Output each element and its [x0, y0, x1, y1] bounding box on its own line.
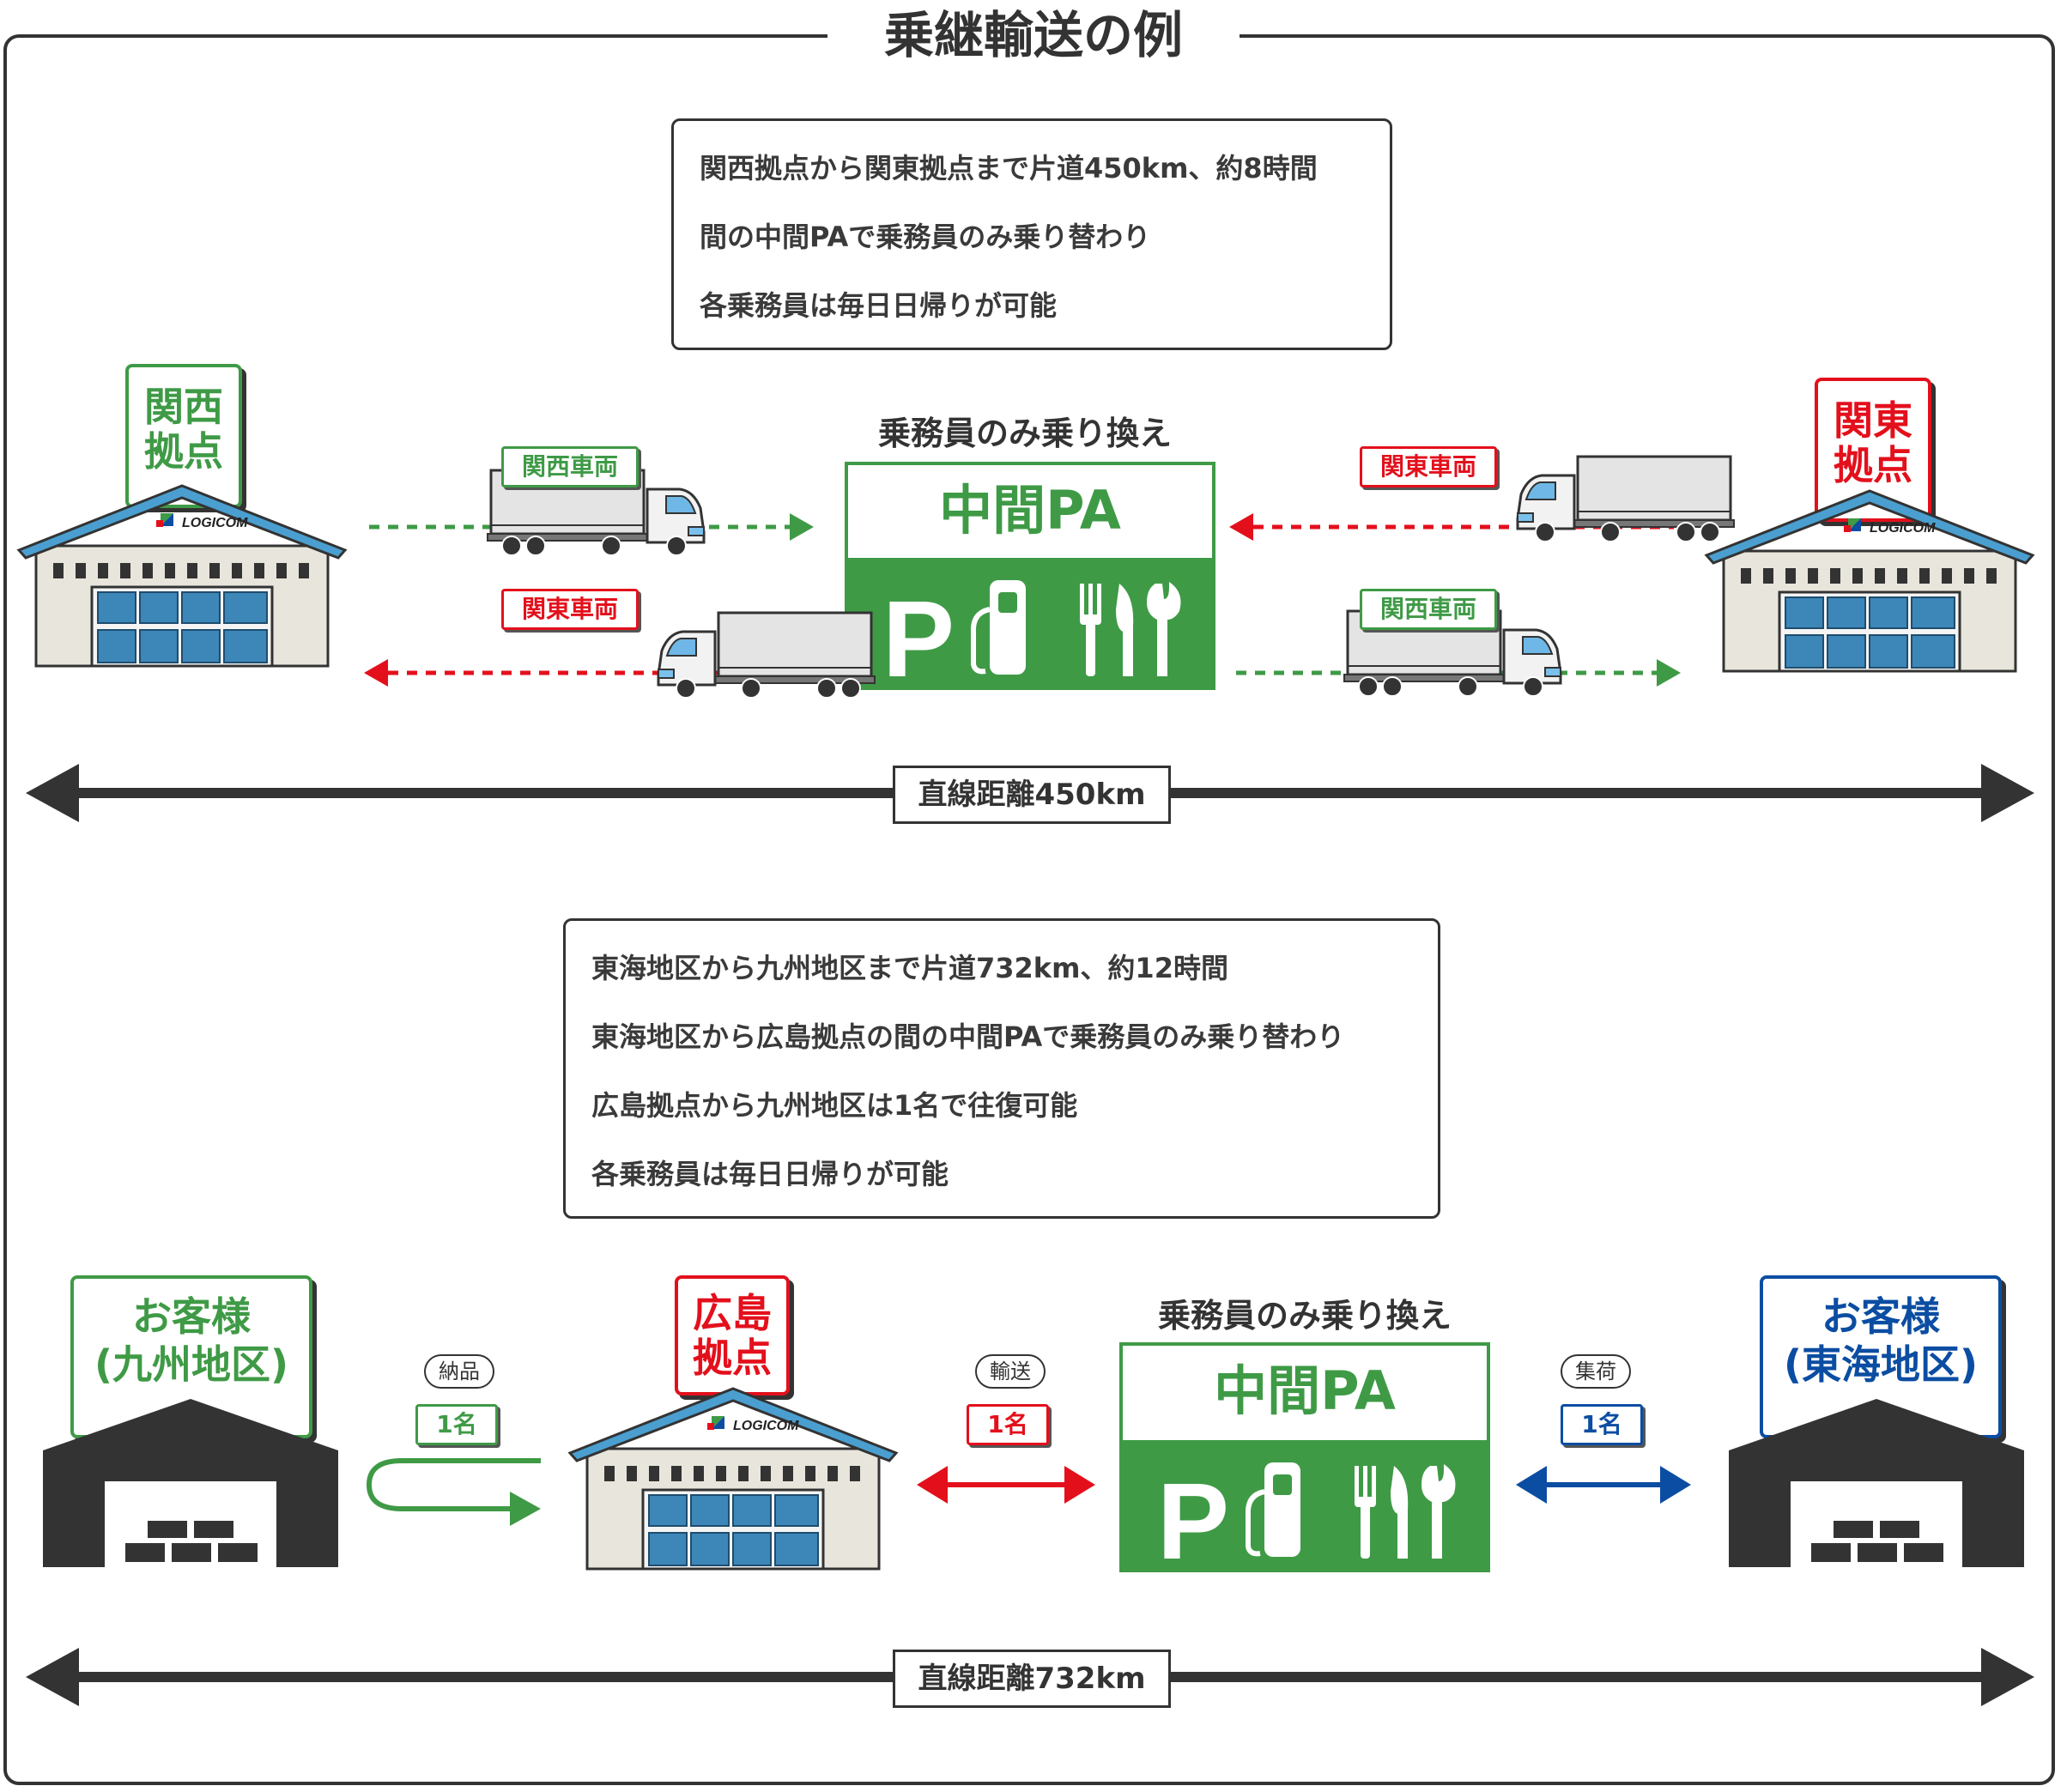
truck-label: 関西車両 — [1360, 589, 1497, 630]
pa-facility-icons — [1123, 1440, 1487, 1569]
arrow-head — [917, 1466, 948, 1504]
arrow-head — [510, 1492, 541, 1526]
info-line: 広島拠点から九州地区は1名で往復可能 — [591, 1089, 1078, 1122]
arrow-head — [364, 659, 388, 687]
base-type: 拠点 — [693, 1335, 772, 1381]
arrow-head — [1516, 1466, 1547, 1504]
arrow-head — [1229, 513, 1253, 541]
info-line: 東海地区から九州地区まで片道732km、約12時間 — [591, 952, 1228, 984]
customer-region: (九州地区) — [94, 1341, 289, 1388]
leg-type-transport: 輸送 — [975, 1354, 1046, 1389]
kansai-warehouse: LOGICOM — [17, 484, 347, 668]
crew-count: 1名 — [415, 1404, 498, 1445]
base-type: 拠点 — [1834, 442, 1912, 488]
base-name: 関西 — [144, 384, 223, 430]
leg-type-delivery: 納品 — [424, 1354, 494, 1389]
truck-label: 関東車両 — [1360, 446, 1497, 487]
route-info-box-732km: 東海地区から九州地区まで片道732km、約12時間 東海地区から広島拠点の間の中… — [563, 918, 1440, 1219]
pa-facility-icons — [848, 558, 1212, 687]
logicom-logo: LOGICOM — [1870, 521, 1936, 536]
truck-label: 関東車両 — [501, 589, 639, 630]
base-name: 広島 — [693, 1290, 772, 1336]
crew-count: 1名 — [1561, 1404, 1643, 1445]
arrow-head — [1981, 764, 2034, 822]
info-line: 間の中間PAで乗務員のみ乗り替わり — [700, 221, 1151, 253]
intermediate-pa-sign: 中間PA — [845, 462, 1215, 690]
arrow-head — [1981, 1648, 2034, 1706]
intermediate-pa-sign: 中間PA — [1119, 1342, 1490, 1572]
arrow-head — [26, 1648, 79, 1706]
page-title: 乗継輸送の例 — [827, 0, 1240, 70]
base-type: 拠点 — [144, 428, 223, 475]
kansai-base-sign: 関西 拠点 — [125, 364, 242, 508]
distance-label: 直線距離450km — [893, 766, 1171, 824]
customer-tokai-sign: お客様 (東海地区) — [1760, 1275, 2002, 1438]
arrow-head — [1064, 1466, 1095, 1504]
crew-change-label: 乗務員のみ乗り換え — [1157, 1297, 1452, 1335]
delivery-arrow — [366, 1458, 541, 1511]
distance-label: 直線距離732km — [893, 1650, 1171, 1708]
hiroshima-warehouse: LOGICOM — [568, 1387, 898, 1571]
customer-region: (東海地区) — [1783, 1341, 1979, 1388]
arrow-head — [1657, 659, 1681, 687]
arrow-head — [26, 764, 79, 822]
kanto-warehouse: LOGICOM — [1705, 489, 2034, 673]
info-line: 東海地区から広島拠点の間の中間PAで乗務員のみ乗り替わり — [591, 1020, 1345, 1053]
truck-label: 関西車両 — [501, 446, 639, 487]
pa-title: 中間PA — [939, 479, 1121, 542]
customer-label: お客様 — [1822, 1293, 1940, 1340]
crew-change-label: 乗務員のみ乗り換え — [877, 415, 1172, 452]
route-info-box-450km: 関西拠点から関東拠点まで片道450km、約8時間 間の中間PAで乗務員のみ乗り替… — [671, 118, 1392, 350]
pa-title: 中間PA — [1214, 1359, 1396, 1422]
info-line: 関西拠点から関東拠点まで片道450km、約8時間 — [700, 152, 1318, 185]
arrow-head — [1660, 1466, 1691, 1504]
logicom-logo: LOGICOM — [182, 516, 248, 530]
info-line: 各乗務員は毎日日帰りが可能 — [700, 289, 1058, 322]
logicom-logo: LOGICOM — [733, 1419, 799, 1433]
customer-label: お客様 — [132, 1293, 251, 1340]
crew-count: 1名 — [967, 1404, 1049, 1445]
base-name: 関東 — [1834, 397, 1912, 444]
leg-type-pickup: 集荷 — [1561, 1354, 1631, 1389]
arrow-head — [790, 513, 814, 541]
info-line: 各乗務員は毎日日帰りが可能 — [591, 1158, 949, 1190]
